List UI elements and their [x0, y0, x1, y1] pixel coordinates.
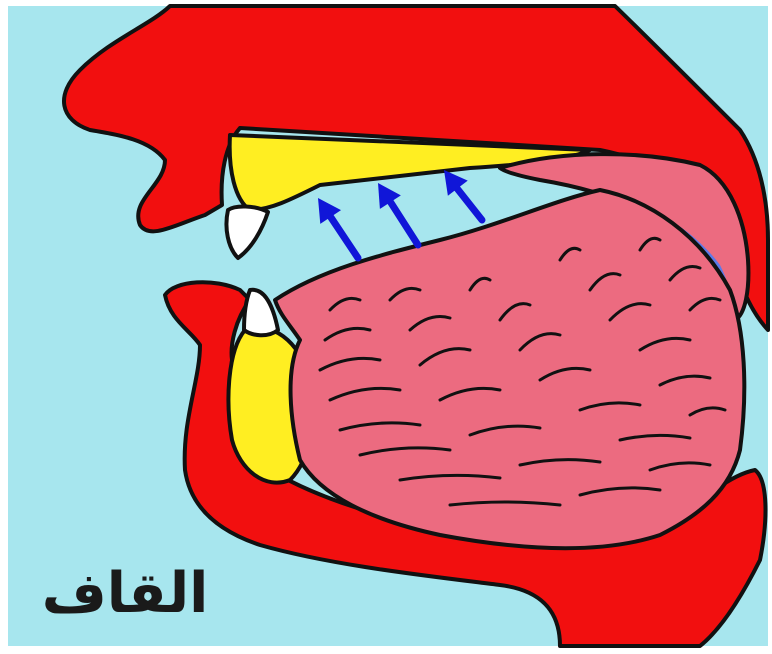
letter-caption: القاف [42, 561, 209, 626]
